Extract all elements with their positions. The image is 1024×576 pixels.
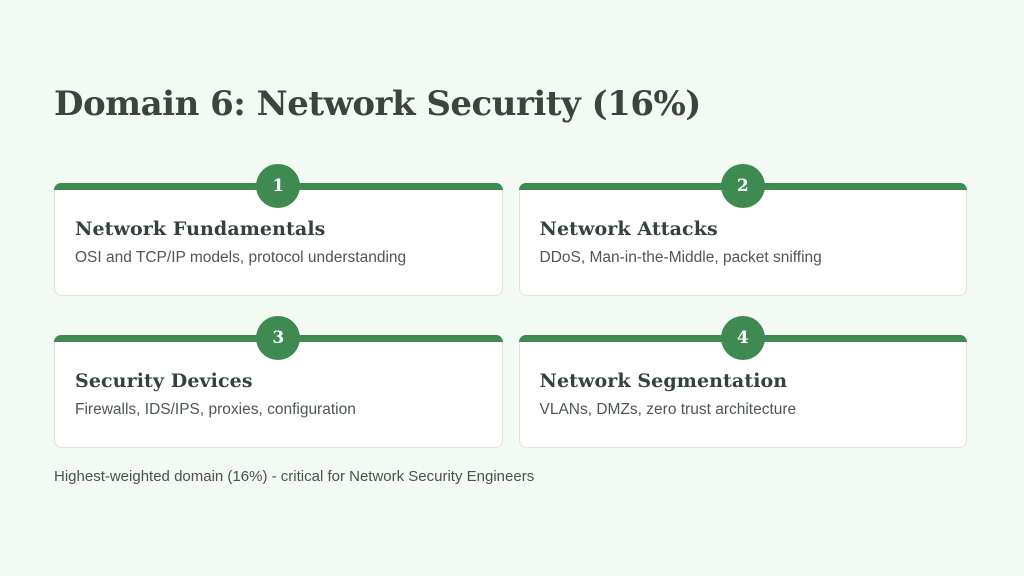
card-title: Network Segmentation <box>539 370 788 392</box>
card-body: Network Fundamentals OSI and TCP/IP mode… <box>54 190 503 296</box>
card-network-fundamentals: 1 Network Fundamentals OSI and TCP/IP mo… <box>54 164 503 296</box>
card-network-segmentation: 4 Network Segmentation VLANs, DMZs, zero… <box>518 316 967 448</box>
card-description: DDoS, Man-in-the-Middle, packet sniffing <box>539 249 822 266</box>
card-body: Network Attacks DDoS, Man-in-the-Middle,… <box>518 190 967 296</box>
card-number-badge: 3 <box>256 316 301 360</box>
card-description: Firewalls, IDS/IPS, proxies, configurati… <box>75 401 356 418</box>
card-description: OSI and TCP/IP models, protocol understa… <box>75 249 407 266</box>
card-grid: 1 Network Fundamentals OSI and TCP/IP mo… <box>54 164 967 448</box>
card-number-badge: 4 <box>720 316 765 360</box>
card-security-devices: 3 Security Devices Firewalls, IDS/IPS, p… <box>54 316 503 448</box>
card-number-badge: 2 <box>720 164 765 208</box>
footnote: Highest-weighted domain (16%) - critical… <box>54 468 535 485</box>
card-title: Security Devices <box>75 370 253 392</box>
page-title: Domain 6: Network Security (16%) <box>54 84 701 124</box>
card-description: VLANs, DMZs, zero trust architecture <box>539 401 797 418</box>
card-title: Network Fundamentals <box>75 218 326 240</box>
card-title: Network Attacks <box>539 218 718 240</box>
card-number-badge: 1 <box>256 164 301 208</box>
card-network-attacks: 2 Network Attacks DDoS, Man-in-the-Middl… <box>518 164 967 296</box>
